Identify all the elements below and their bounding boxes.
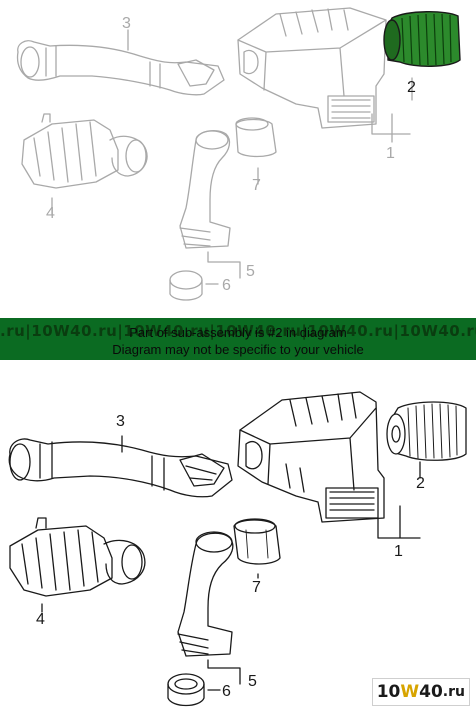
air-filter-element-part [386, 401, 467, 461]
lower-hose-part [179, 129, 231, 249]
watermark-strip: .ru|10W40.ru|10W40.ru|10W40.ru|10W40.ru|… [0, 322, 476, 340]
clamp-ring-part [167, 673, 205, 707]
site-logo[interactable]: 10 W 40 .ru [371, 678, 470, 706]
clamp-ring-part [169, 270, 203, 301]
callout-5: 5 [248, 673, 257, 690]
callout-1-faded: 1 [386, 145, 395, 162]
lower-hose-part [177, 531, 234, 657]
notice-banner: .ru|10W40.ru|10W40.ru|10W40.ru|10W40.ru|… [0, 318, 476, 360]
callout-2: 2 [416, 475, 425, 492]
resonator-part [9, 517, 146, 597]
air-cleaner-housing-part [237, 7, 387, 129]
callout-2-top: 2 [407, 79, 416, 96]
banner-note-subassembly: Part of sub-assembly is #2 in diagram [129, 325, 347, 340]
logo-part-ru: .ru [442, 684, 465, 700]
bottom-diagram: 3 2 1 4 7 5 6 [0, 378, 476, 712]
intake-duct-part [8, 438, 233, 498]
air-filter-element-highlight [383, 11, 461, 67]
callout-3-faded: 3 [122, 15, 131, 32]
callout-5-faded: 5 [246, 263, 255, 280]
callout-7: 7 [252, 579, 261, 596]
seal-sleeve-part [235, 117, 277, 158]
callout-4-faded: 4 [46, 205, 55, 222]
seal-sleeve-part [233, 518, 281, 565]
callout-7-faded: 7 [252, 177, 261, 194]
top-diagram-svg: 3 2 1 4 7 5 6 [16, 7, 461, 301]
air-cleaner-housing-part [237, 391, 385, 523]
callout-1: 1 [394, 543, 403, 560]
logo-part-40: 40 [419, 682, 443, 702]
top-diagram: 3 2 1 4 7 5 6 [0, 0, 476, 318]
callout-3: 3 [116, 413, 125, 430]
logo-part-10: 10 [376, 682, 401, 702]
bottom-diagram-svg: 3 2 1 4 7 5 6 [8, 391, 467, 707]
resonator-part [21, 113, 148, 189]
callout-6-faded: 6 [222, 277, 231, 294]
logo-part-w: W [400, 682, 420, 702]
intake-duct-part [16, 40, 225, 96]
banner-note-disclaimer: Diagram may not be specific to your vehi… [112, 342, 364, 357]
callout-4: 4 [36, 611, 45, 628]
callout-6: 6 [222, 683, 231, 700]
